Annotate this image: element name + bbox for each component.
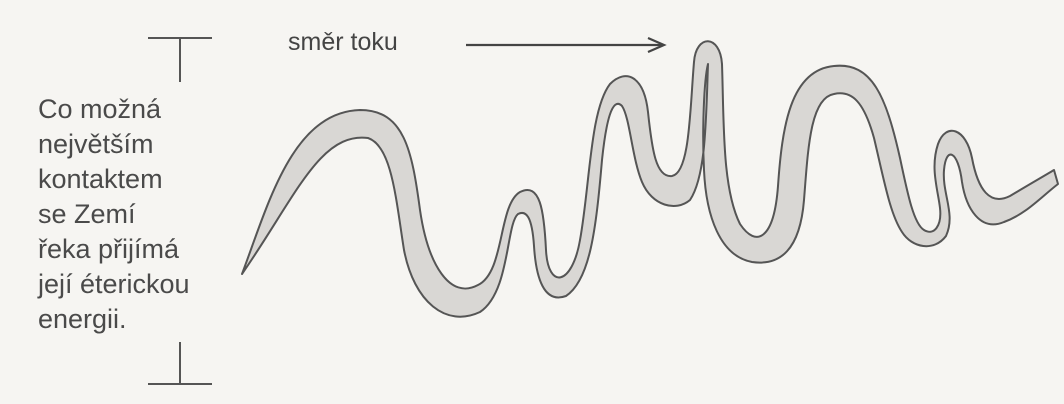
river-band bbox=[242, 41, 1058, 316]
caption-line: Co možná bbox=[38, 92, 190, 127]
caption-line: energii. bbox=[38, 302, 190, 337]
flow-direction-label: směr toku bbox=[288, 28, 398, 57]
caption-text: Co možná největším kontaktem se Zemí řek… bbox=[38, 92, 190, 337]
caption-line: kontaktem bbox=[38, 162, 190, 197]
caption-line: se Zemí bbox=[38, 197, 190, 232]
flow-arrow bbox=[466, 38, 664, 52]
top-bracket bbox=[148, 38, 212, 82]
caption-line: její éterickou bbox=[38, 267, 190, 302]
caption-line: největším bbox=[38, 127, 190, 162]
bottom-bracket bbox=[148, 342, 212, 384]
caption-line: řeka přijímá bbox=[38, 232, 190, 267]
